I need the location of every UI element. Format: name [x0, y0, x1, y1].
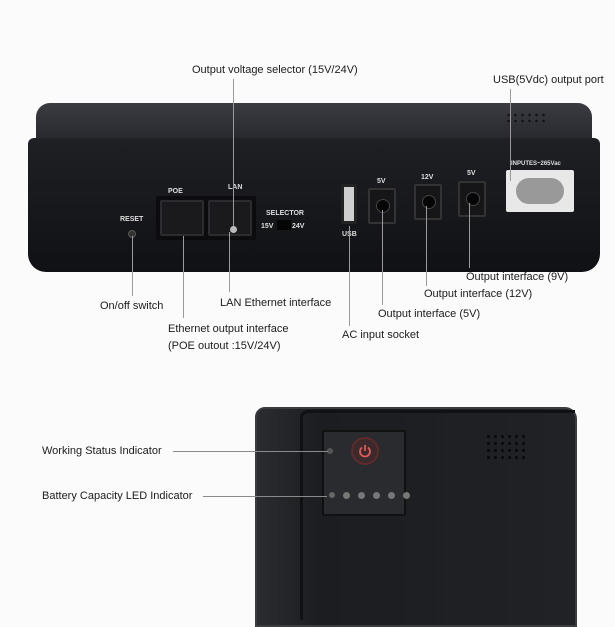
voltage-selector-switch[interactable]: [277, 220, 291, 230]
ac-socket-inlet: [516, 178, 564, 204]
leader-ethernet-output: [183, 236, 184, 318]
leader-out-5v: [382, 210, 383, 305]
callout-ethernet-output: Ethernet output interface: [168, 323, 289, 335]
dc-jack-9v[interactable]: [458, 181, 486, 217]
marker-dot: [230, 226, 237, 233]
working-status-led: [327, 448, 333, 454]
leader-out-9v: [469, 203, 470, 268]
callout-out-12v: Output interface (12V): [424, 288, 533, 300]
poe-port[interactable]: [160, 200, 204, 236]
jack2-label: 12V: [421, 174, 434, 181]
callout-lan: LAN Ethernet interface: [220, 297, 332, 309]
bottom-vent: [485, 433, 527, 461]
input-label: INPUTES~265Vac: [511, 161, 561, 167]
callout-out-9v: Output interface (9V): [466, 271, 569, 283]
battery-led: [388, 492, 395, 499]
leader-usb-port: [510, 89, 511, 181]
battery-led: [329, 492, 335, 498]
dc-jack-12v[interactable]: [414, 184, 442, 220]
selector-label: SELECTOR: [266, 210, 304, 217]
callout-ac-input: AC input socket: [342, 329, 420, 341]
device-inner-edge: [300, 410, 575, 620]
power-button[interactable]: [351, 437, 379, 465]
callout-on-off: On/off switch: [100, 300, 164, 312]
ac-input-socket[interactable]: [506, 170, 574, 212]
leader-ac-input: [349, 226, 350, 326]
callout-battery-led: Battery Capacity LED Indicator: [42, 490, 193, 502]
battery-led: [373, 492, 380, 499]
poe-label: POE: [168, 188, 183, 195]
battery-led: [343, 492, 350, 499]
leader-working-status: [173, 451, 328, 452]
jack3-label: 5V: [467, 170, 476, 177]
top-vent: [505, 112, 545, 126]
leader-voltage-selector: [233, 79, 234, 229]
usb-port[interactable]: [341, 184, 357, 224]
device-front-face: [28, 138, 600, 272]
reset-label: RESET: [120, 216, 144, 223]
callout-working-status: Working Status Indicator: [42, 445, 162, 457]
leader-battery-led: [203, 496, 327, 497]
callout-usb-port: USB(5Vdc) output port: [493, 74, 604, 86]
callout-voltage-selector: Output voltage selector (15V/24V): [192, 64, 358, 76]
leader-lan: [229, 232, 230, 292]
jack1-label: 5V: [377, 178, 386, 185]
dc-jack-5v[interactable]: [368, 188, 396, 224]
callout-ethernet-output-sub: (POE outout :15V/24V): [168, 340, 281, 352]
selector-24v-label: 24V: [292, 223, 305, 230]
leader-on-off: [132, 236, 133, 296]
callout-out-5v: Output interface (5V): [378, 308, 481, 320]
battery-led: [358, 492, 365, 499]
leader-out-12v: [426, 206, 427, 286]
battery-led: [403, 492, 410, 499]
top-device: [28, 100, 600, 275]
battery-led-row: [329, 492, 410, 499]
power-icon: [359, 445, 371, 458]
lan-label: LAN: [228, 184, 243, 191]
selector-15v-label: 15V: [261, 223, 274, 230]
